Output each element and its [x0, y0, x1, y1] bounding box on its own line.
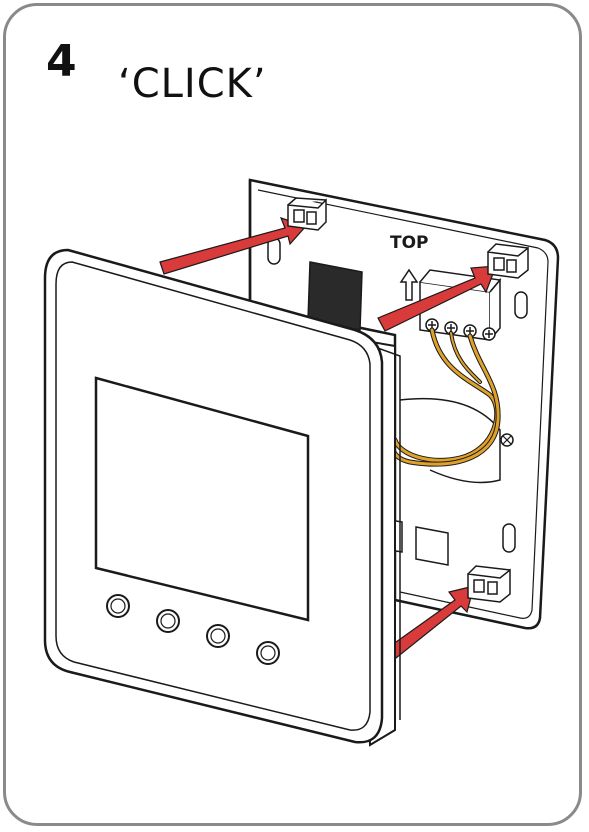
step-caption: ‘CLICK’	[118, 61, 267, 107]
arrow-top-left	[159, 217, 308, 275]
up-arrow-icon	[399, 268, 419, 301]
button-3	[206, 624, 230, 648]
clip-top-right	[487, 243, 529, 279]
top-label: TOP	[390, 233, 429, 253]
button-4	[256, 641, 280, 665]
clip-bottom-right	[467, 565, 511, 603]
screen	[94, 376, 310, 622]
clip-top-left	[287, 197, 327, 231]
button-2	[156, 609, 180, 633]
click-arrows	[159, 217, 497, 668]
step-number: 4	[46, 36, 77, 87]
thermostat-front	[43, 248, 401, 747]
arrow-top-right	[377, 265, 497, 332]
wires	[390, 327, 501, 467]
clips	[287, 197, 529, 603]
thermostat-buttons	[106, 594, 280, 665]
button-1	[106, 594, 130, 618]
